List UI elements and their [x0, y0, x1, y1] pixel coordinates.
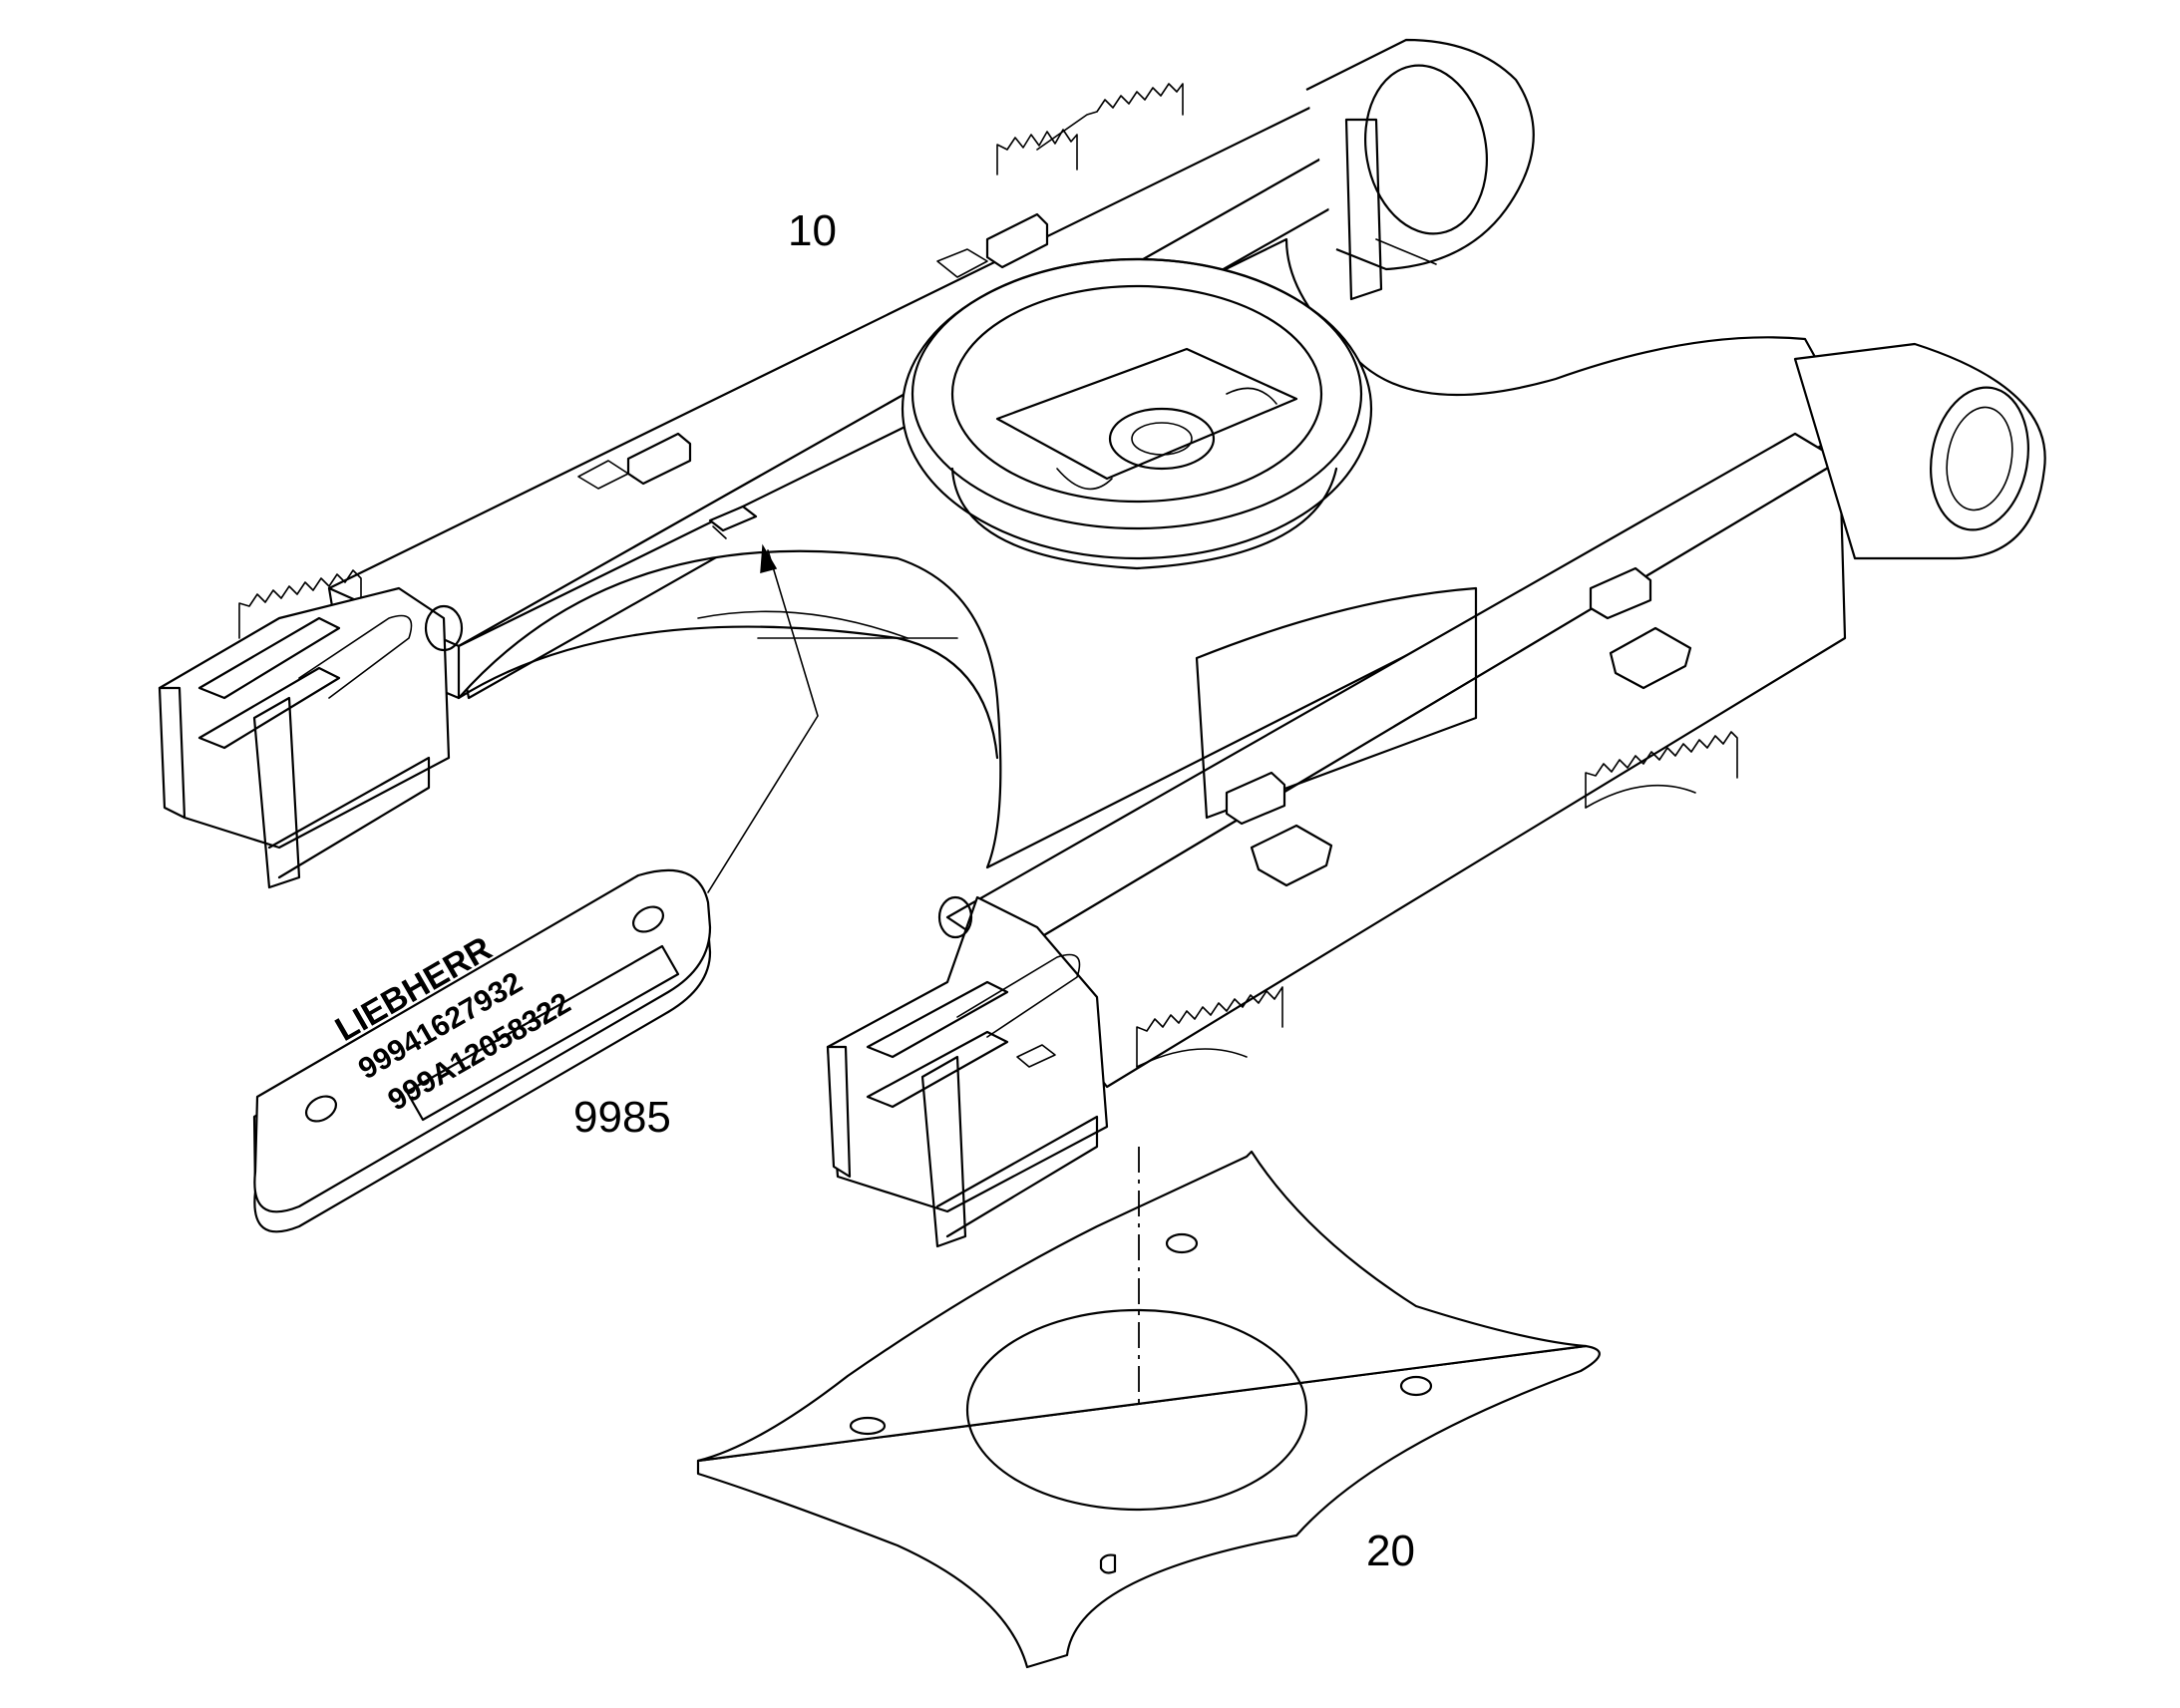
nameplate-leader-arrow — [707, 543, 819, 893]
front-right-yoke — [826, 895, 1109, 1248]
callout-frame: 10 — [788, 206, 837, 255]
right-track-beam — [945, 342, 2046, 1089]
callout-nameplate: 9985 — [573, 1093, 671, 1142]
center-body — [457, 237, 1857, 869]
mounting-plate — [696, 1150, 1601, 1669]
front-left-yoke — [158, 586, 464, 889]
nameplate: LIEBHERR 99941627932 999A12058322 — [252, 868, 712, 1233]
callout-mounting-plate: 20 — [1366, 1527, 1415, 1575]
undercarriage-frame — [158, 38, 2046, 1248]
